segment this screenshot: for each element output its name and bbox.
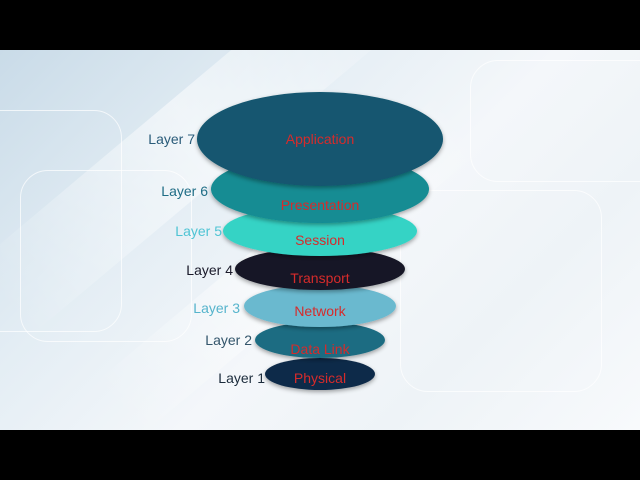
background-rounded-outline xyxy=(470,60,640,182)
layer-name: Physical xyxy=(294,370,346,386)
layer-ellipse xyxy=(255,322,385,358)
layer-disc-7: Application xyxy=(197,92,443,186)
osi-funnel-diagram: Physical Data Link Network Transport Session… xyxy=(197,92,443,390)
layer-disc-3: Network xyxy=(244,285,396,327)
layer-number-label: Layer 4 xyxy=(186,262,233,278)
layer-number-label: Layer 7 xyxy=(148,131,195,147)
background-rounded-outline xyxy=(20,170,192,342)
layer-number-label: Layer 5 xyxy=(175,223,222,239)
layer-name: Application xyxy=(286,131,355,147)
layer-number-label: Layer 6 xyxy=(161,183,208,199)
layer-ellipse xyxy=(197,92,443,186)
layer-disc-4: Transport xyxy=(235,248,405,290)
layer-number-label: Layer 1 xyxy=(218,370,265,386)
layer-number-label: Layer 2 xyxy=(205,332,252,348)
layer-name: Transport xyxy=(290,270,350,286)
background-rounded-outline xyxy=(400,190,602,392)
layer-name: Network xyxy=(294,303,346,319)
slide-canvas: Physical Data Link Network Transport Session… xyxy=(0,50,640,430)
layer-ellipse xyxy=(265,358,375,390)
layer-disc-1: Physical xyxy=(265,358,375,390)
layer-disc-2: Data Link xyxy=(255,322,385,358)
layer-ellipse xyxy=(244,285,396,327)
layer-name: Presentation xyxy=(281,197,360,213)
layer-number-label: Layer 3 xyxy=(193,300,240,316)
layer-name: Data Link xyxy=(290,341,350,357)
layer-name: Session xyxy=(295,232,345,248)
layer-ellipse xyxy=(235,248,405,290)
background-rounded-outline xyxy=(0,110,122,332)
